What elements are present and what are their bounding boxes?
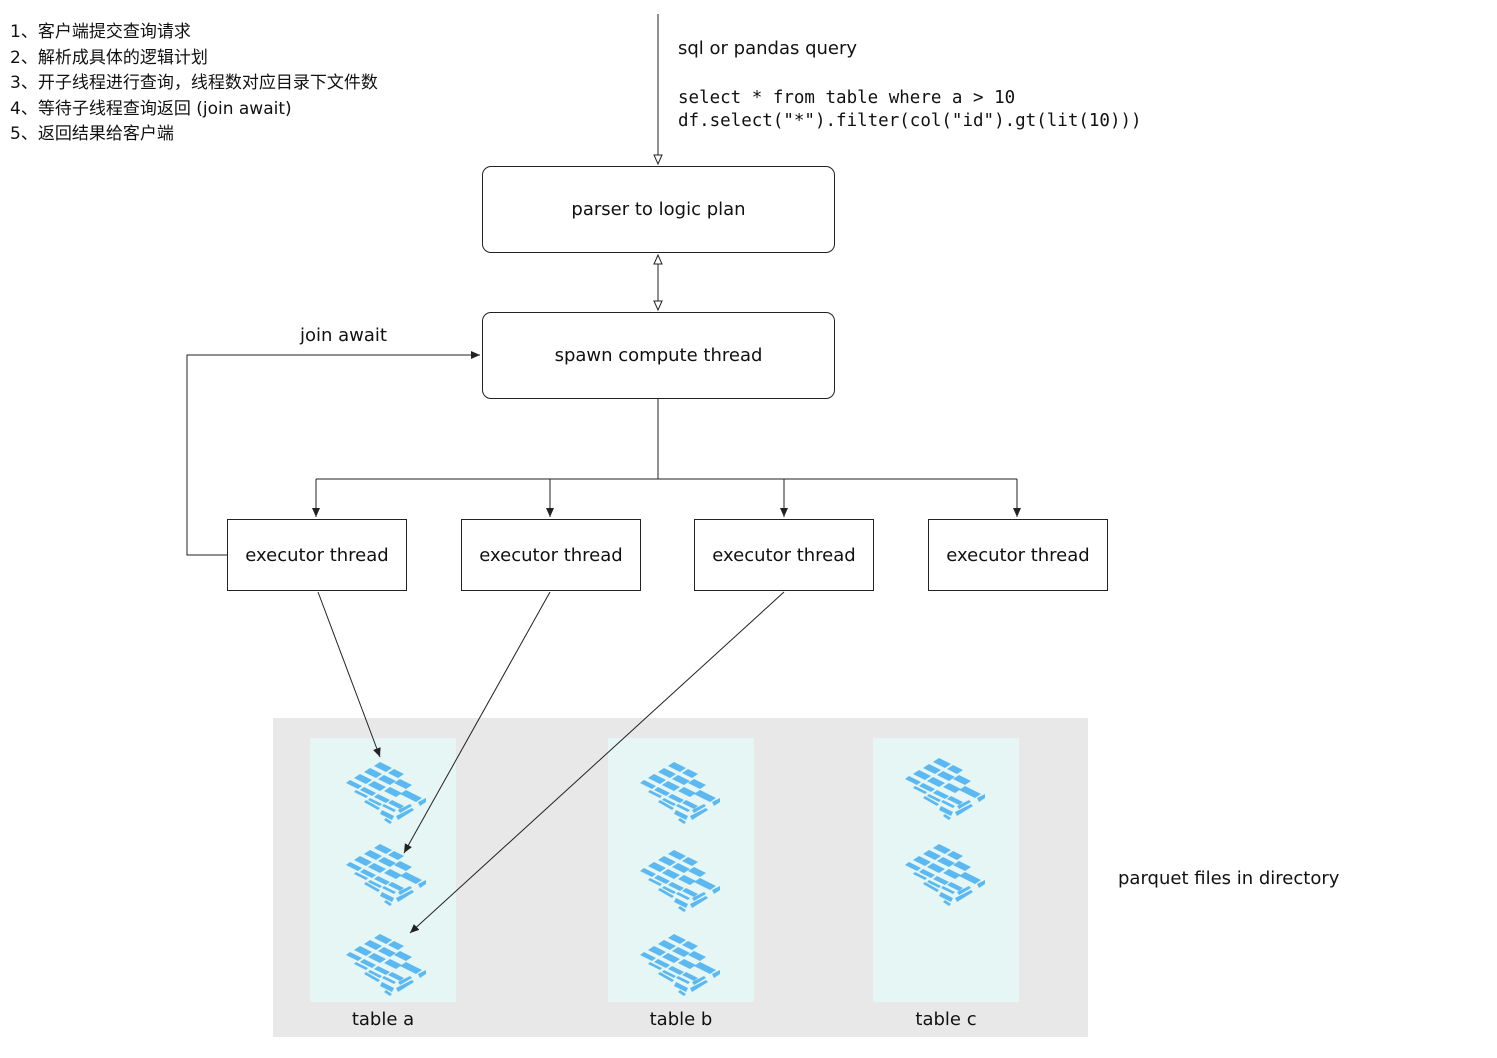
df-query: df.select("*").filter(col("id").gt(lit(1… [678,111,1142,131]
executor-file-arrow-1 [317,591,381,758]
directory-label: parquet files in directory [1118,868,1340,889]
sql-query: select * from table where a > 10 [678,88,1016,108]
executor-node: executor thread [694,519,874,591]
parquet-file-icon [905,844,985,906]
parquet-file-icon [640,934,720,996]
step-item: 3、开子线程进行查询，线程数对应目录下文件数 [10,73,378,93]
join-await-label: join await [300,325,387,346]
parser-node-label: parser to logic plan [571,199,746,220]
executor-file-arrow-2 [403,591,551,854]
executor-node: executor thread [227,519,407,591]
query-code: select * from table where a > 10 df.selec… [678,87,1142,133]
table-a-label: table a [351,1009,415,1030]
executor-node: executor thread [461,519,641,591]
parquet-file-icon [640,762,720,824]
executor-file-arrow-3 [409,591,785,934]
spawn-node: spawn compute thread [482,312,835,399]
executor-node: executor thread [928,519,1108,591]
spawn-node-label: spawn compute thread [554,345,763,366]
parquet-file-icon [346,844,426,906]
table-c-label: table c [915,1009,977,1030]
parquet-file-icon [346,762,426,824]
executor-label: executor thread [479,544,623,566]
step-item: 1、客户端提交查询请求 [10,22,191,42]
table-b-label: table b [649,1009,713,1030]
query-label: sql or pandas query [678,38,858,59]
executor-label: executor thread [245,544,389,566]
steps-list: 1、客户端提交查询请求 2、解析成具体的逻辑计划 3、开子线程进行查询，线程数对… [10,20,378,148]
parquet-file-icon [346,934,426,996]
parquet-file-icon [905,758,985,820]
parser-node: parser to logic plan [482,166,835,253]
join-await-arrow [186,351,480,556]
parquet-file-icon [640,850,720,912]
step-item: 5、返回结果给客户端 [10,124,174,144]
executor-label: executor thread [946,544,1090,566]
step-item: 4、等待子线程查询返回 (join await) [10,98,292,119]
executor-label: executor thread [712,544,856,566]
table-c-column [873,738,1019,1002]
step-item: 2、解析成具体的逻辑计划 [10,47,208,68]
